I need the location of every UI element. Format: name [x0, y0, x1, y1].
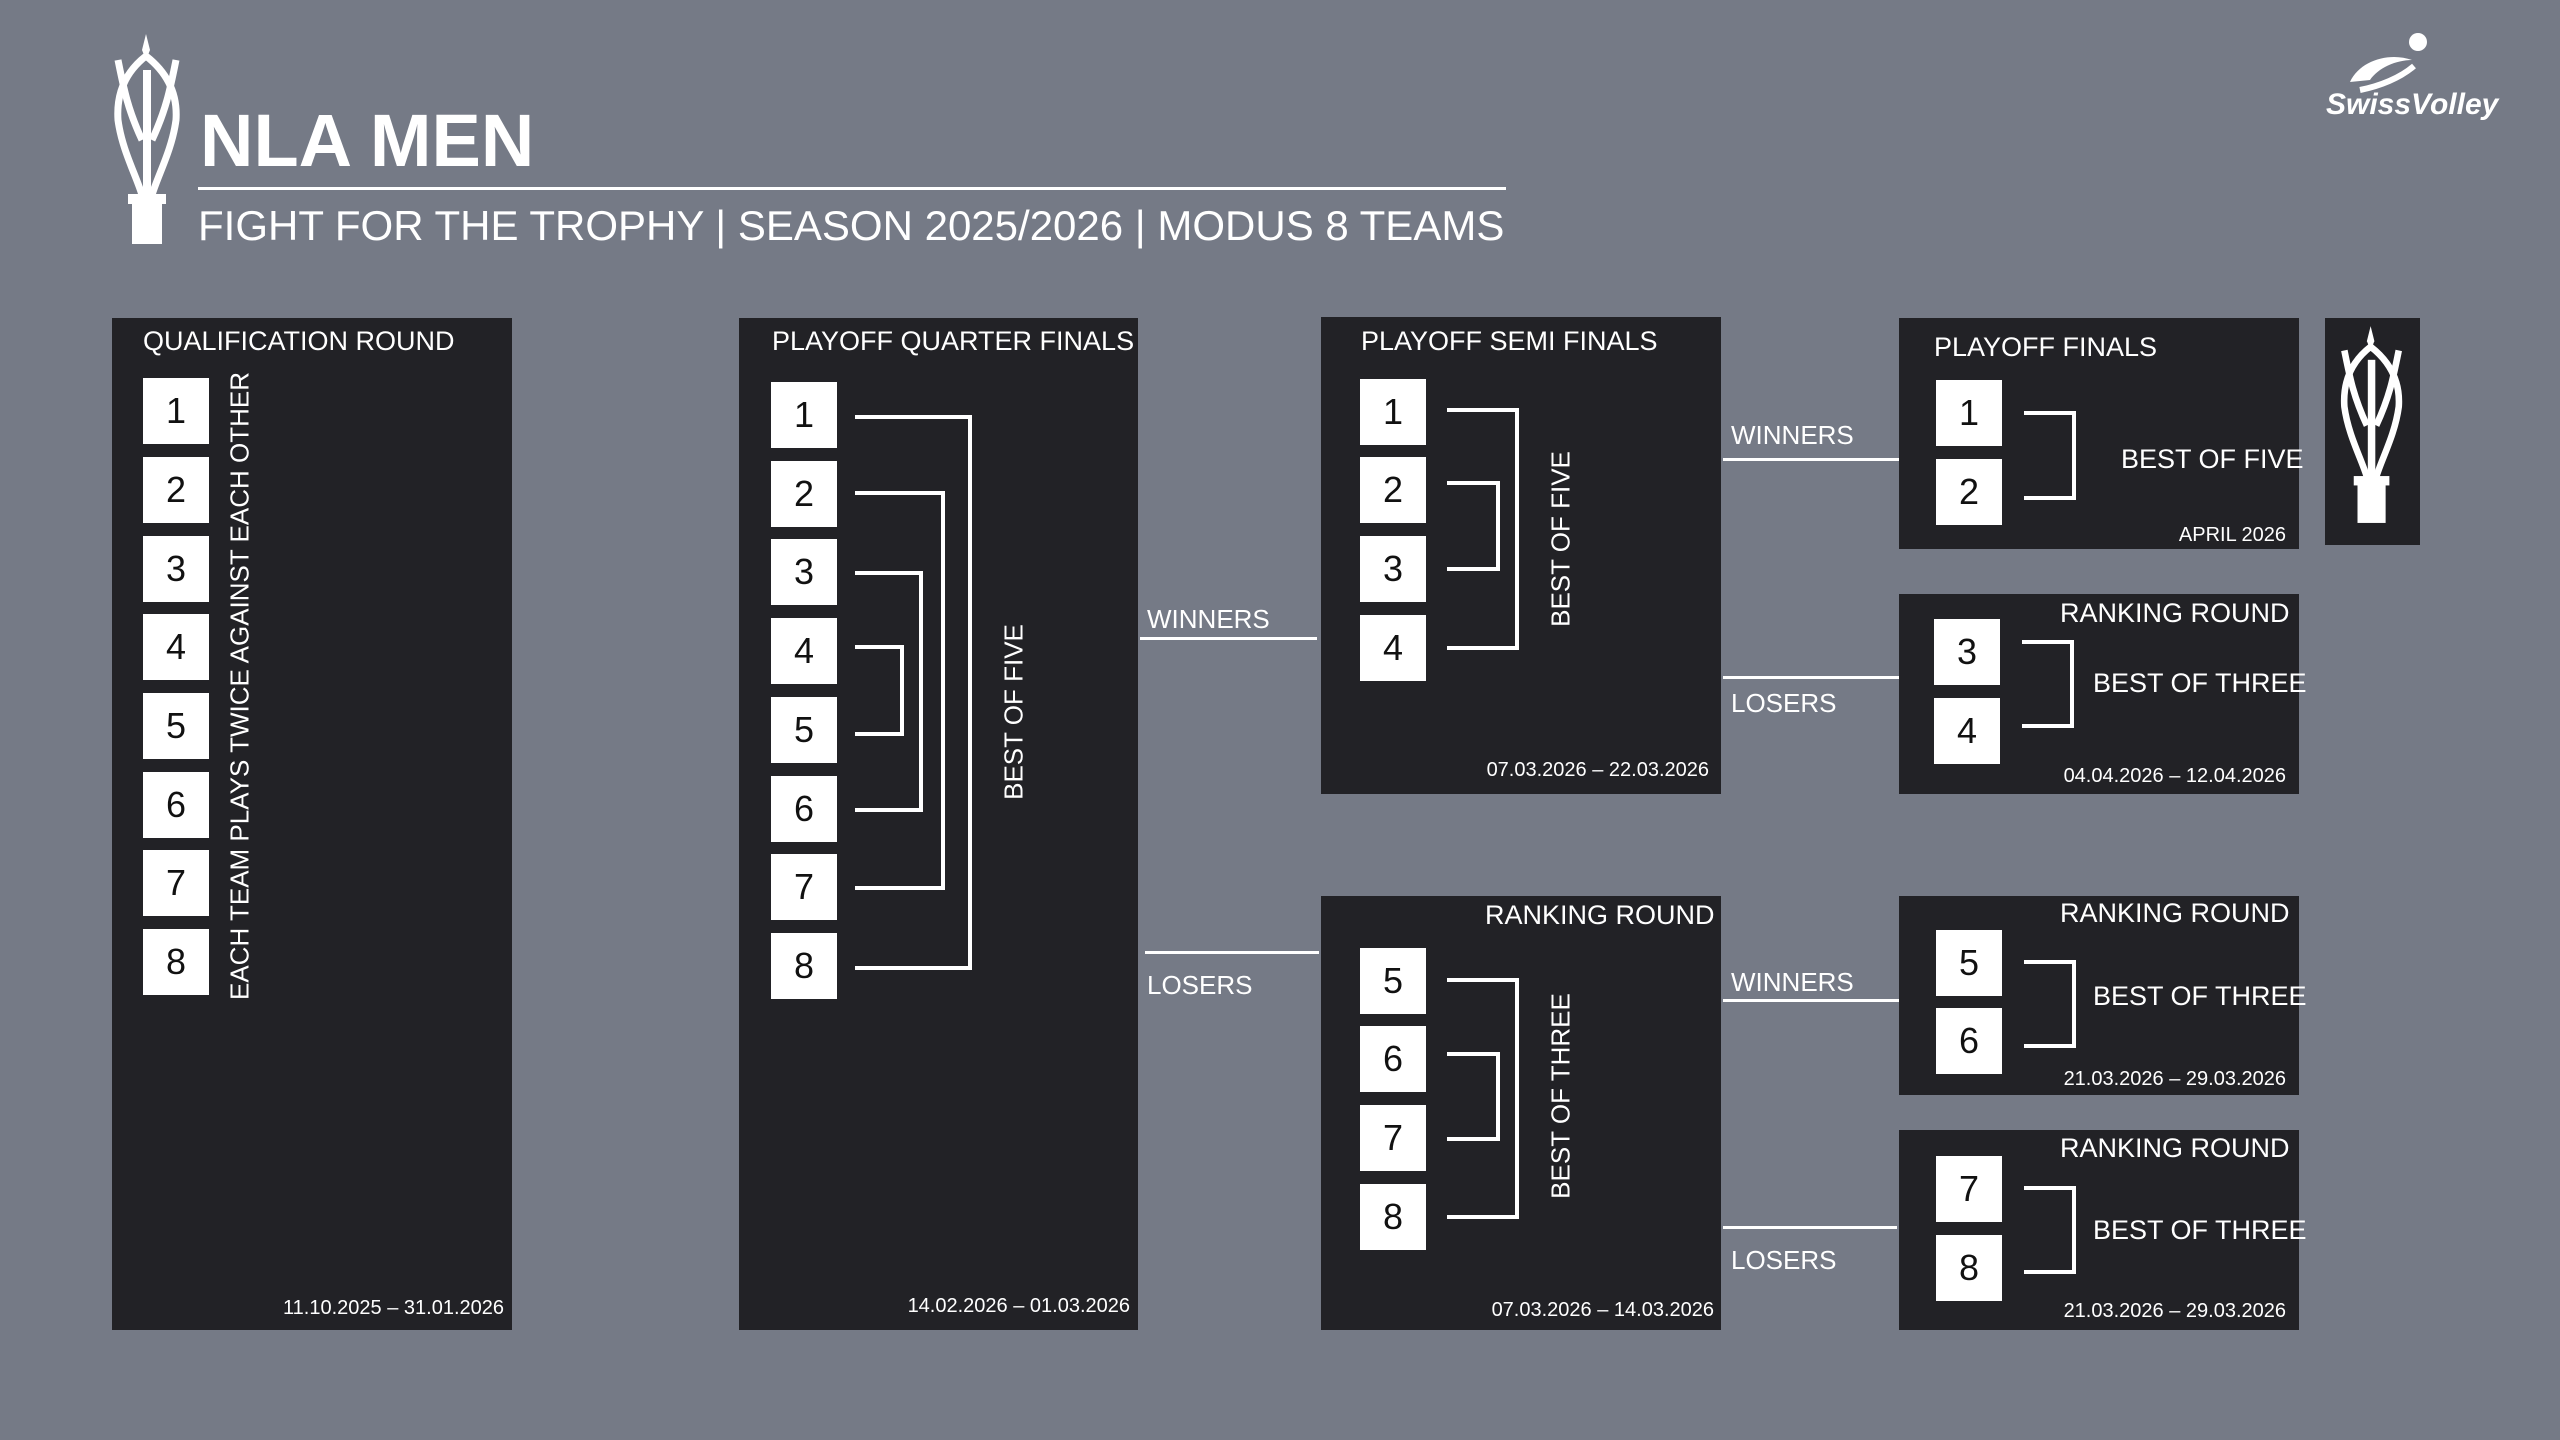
ranking-5-6-format: BEST OF THREE: [2093, 981, 2307, 1011]
qualification-seed: 7: [143, 850, 209, 916]
trophy-icon: [114, 34, 180, 244]
qualification-seed: 6: [143, 772, 209, 838]
ranking-round-5-8-title: RANKING ROUND: [1485, 900, 1715, 930]
qualification-seed: 8: [143, 929, 209, 995]
finals-dates: APRIL 2026: [2178, 524, 2286, 546]
ranking-5-8-seed: 6: [1360, 1026, 1426, 1092]
quarter-finals-seed: 1: [771, 382, 837, 448]
swissvolley-logo-text: SwissVolley: [2326, 88, 2499, 121]
semi-finals-format: BEST OF FIVE: [1545, 451, 1576, 627]
ranking-5-8-seed: 7: [1360, 1105, 1426, 1171]
swissvolley-logo-icon: [2350, 33, 2427, 93]
rr-losers-line: [1723, 1226, 1897, 1229]
ranking-7-8-dates: 21.03.2026 – 29.03.2026: [2063, 1300, 2286, 1322]
rr-losers-label: LOSERS: [1731, 1245, 1837, 1275]
qualification-seed: 2: [143, 457, 209, 523]
qf-winners-line: [1140, 637, 1317, 640]
ranking-5-6-dates: 21.03.2026 – 29.03.2026: [2063, 1068, 2286, 1090]
ranking-3-4-format: BEST OF THREE: [2093, 668, 2307, 698]
ranking-round-7-8-title: RANKING ROUND: [2060, 1133, 2290, 1163]
quarter-finals-dates: 14.02.2026 – 01.03.2026: [907, 1295, 1130, 1317]
quarter-finals-title: PLAYOFF QUARTER FINALS: [772, 326, 1135, 356]
rr-winners-line: [1723, 999, 1899, 1002]
ranking-7-8-seed: 8: [1936, 1235, 2002, 1301]
quarter-finals-seed: 8: [771, 933, 837, 999]
qualification-seed: 3: [143, 536, 209, 602]
finals-seed: 1: [1936, 380, 2002, 446]
ranking-5-6-seed: 5: [1936, 930, 2002, 996]
semi-finals-seed: 3: [1360, 536, 1426, 602]
quarter-finals-format: BEST OF FIVE: [998, 624, 1029, 800]
qualification-seed: 5: [143, 693, 209, 759]
page-title: NLA MEN: [200, 99, 535, 182]
quarter-finals-seed: 6: [771, 776, 837, 842]
qf-losers-label: LOSERS: [1147, 970, 1253, 1000]
playoff-finals-title: PLAYOFF FINALS: [1934, 332, 2158, 362]
qf-winners-label: WINNERS: [1147, 604, 1270, 634]
ranking-round-5-6-title: RANKING ROUND: [2060, 898, 2290, 928]
sf-winners-line: [1723, 458, 1899, 461]
sf-losers-line: [1723, 676, 1899, 679]
quarter-finals-seed: 7: [771, 854, 837, 920]
ranking-5-8-seed: 8: [1360, 1184, 1426, 1250]
rr-winners-label: WINNERS: [1731, 967, 1854, 997]
semi-finals-seed: 4: [1360, 615, 1426, 681]
semi-finals-title: PLAYOFF SEMI FINALS: [1361, 326, 1658, 356]
sf-losers-label: LOSERS: [1731, 688, 1837, 718]
sf-winners-label: WINNERS: [1731, 420, 1854, 450]
semi-finals-seed: 2: [1360, 457, 1426, 523]
champion-trophy-icon: [2340, 326, 2403, 523]
quarter-finals-seed: 3: [771, 539, 837, 605]
finals-format: BEST OF FIVE: [2121, 444, 2304, 474]
semi-finals-dates: 07.03.2026 – 22.03.2026: [1486, 759, 1709, 781]
qualification-seed: 4: [143, 614, 209, 680]
quarter-finals-seed: 5: [771, 697, 837, 763]
ranking-3-4-dates: 04.04.2026 – 12.04.2026: [2063, 765, 2286, 787]
ranking-5-6-seed: 6: [1936, 1008, 2002, 1074]
qualification-round-title: QUALIFICATION ROUND: [143, 326, 455, 356]
finals-seed: 2: [1936, 459, 2002, 525]
qf-losers-line: [1145, 951, 1319, 954]
ranking-5-8-dates: 07.03.2026 – 14.03.2026: [1491, 1299, 1714, 1321]
ranking-3-4-seed: 3: [1934, 619, 2000, 685]
ranking-7-8-seed: 7: [1936, 1156, 2002, 1222]
ranking-round-3-4-title: RANKING ROUND: [2060, 598, 2290, 628]
page-subtitle: FIGHT FOR THE TROPHY | SEASON 2025/2026 …: [198, 202, 1505, 249]
qualification-seed: 1: [143, 378, 209, 444]
title-underline: [198, 187, 1506, 190]
ranking-7-8-format: BEST OF THREE: [2093, 1215, 2307, 1245]
semi-finals-seed: 1: [1360, 379, 1426, 445]
qualification-format-note: EACH TEAM PLAYS TWICE AGAINST EACH OTHER: [224, 372, 255, 1000]
quarter-finals-seed: 2: [771, 461, 837, 527]
quarter-finals-seed: 4: [771, 618, 837, 684]
qualification-dates: 11.10.2025 – 31.01.2026: [283, 1297, 504, 1319]
ranking-3-4-seed: 4: [1934, 698, 2000, 764]
ranking-5-8-format: BEST OF THREE: [1545, 993, 1576, 1199]
ranking-5-8-seed: 5: [1360, 948, 1426, 1014]
